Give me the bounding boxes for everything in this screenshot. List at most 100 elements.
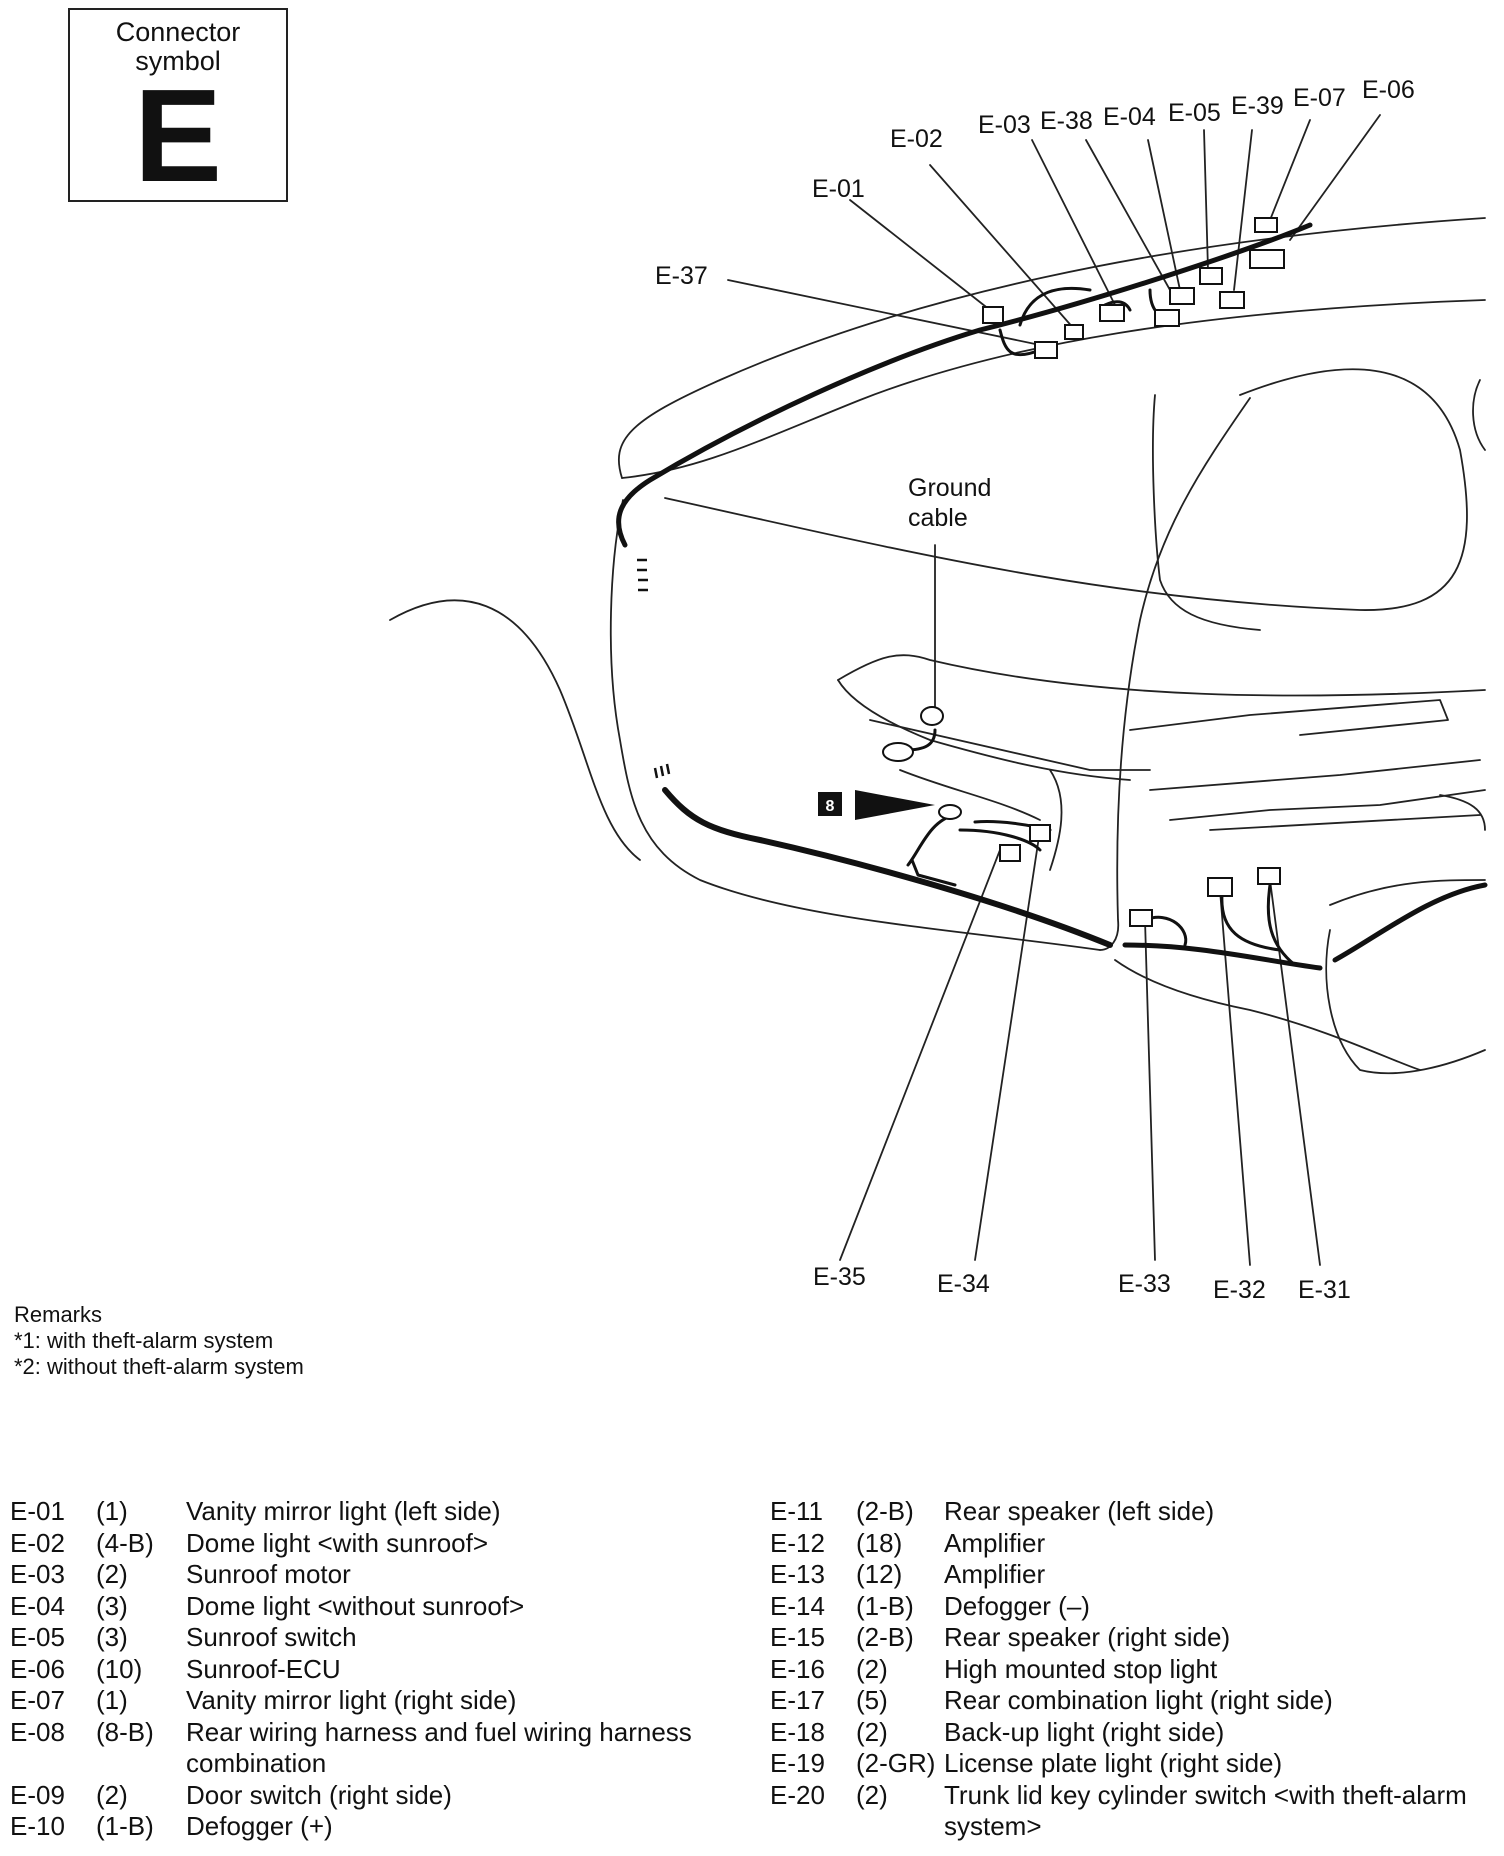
- label-e03: E-03: [978, 111, 1031, 139]
- connector-description: Rear speaker (right side): [944, 1622, 1231, 1652]
- connector-description: Sunroof switch: [186, 1622, 357, 1652]
- connector-description: Vanity mirror light (right side): [186, 1685, 517, 1715]
- connector-row: E-16 (2) High mounted stop light: [770, 1654, 1490, 1686]
- connector-pin-count: (2): [856, 1653, 888, 1684]
- ground-terminal-e08: [938, 804, 962, 820]
- leader-e05: [1203, 129, 1209, 271]
- connector-pin-count: (1): [96, 1685, 128, 1715]
- connector-pin-count: (2): [856, 1716, 888, 1747]
- connector-code: E-04: [10, 1590, 65, 1621]
- connector-description: Amplifier: [944, 1527, 1046, 1558]
- connector-description: High mounted stop light: [944, 1653, 1218, 1684]
- connector-pin-count: (2-GR): [856, 1748, 936, 1778]
- connector-code: E-02: [10, 1527, 65, 1558]
- connector-symbol-caption: Connector symbol: [115, 17, 241, 76]
- roof-outline-inner: [621, 299, 1486, 479]
- connector-code: E-12: [770, 1527, 825, 1558]
- label-e04: E-04: [1103, 103, 1156, 131]
- connector-code: E-09: [10, 1779, 65, 1810]
- connector-description: Door switch (right side): [186, 1779, 452, 1810]
- label-e33: E-33: [1118, 1270, 1171, 1298]
- connector-row: E-05 (3) Sunroof switch: [10, 1622, 710, 1654]
- connector-row: E-02(4-B)Dome light <with sunroof>: [10, 1528, 710, 1560]
- leader-e31: [1269, 879, 1321, 1266]
- connector-row: E-17(5)Rear combination light (right sid…: [770, 1685, 1490, 1717]
- connector-code: E-01: [10, 1496, 65, 1526]
- connector-code: E-19: [770, 1748, 825, 1778]
- connector-list-left: E-01(1)Vanity mirror light (left side)E-…: [10, 1496, 710, 1843]
- floor-harness-rear: [1122, 942, 1323, 971]
- connector-row: E-15(2-B)Rear speaker (right side): [770, 1622, 1490, 1654]
- leader-e32: [1219, 889, 1251, 1266]
- connector-pin-count: (3): [96, 1590, 128, 1621]
- ground-cable-label-line2: cable: [908, 504, 968, 532]
- connector-e04: [1169, 287, 1195, 305]
- label-e38: E-38: [1040, 107, 1093, 135]
- connector-row: E-04 (3) Dome light <without sunroof>: [10, 1591, 710, 1623]
- connector-e33: [1129, 909, 1153, 927]
- connector-row: E-08(8-B)Rear wiring harness and fuel wi…: [10, 1717, 710, 1780]
- connector-row: E-18 (2) Back-up light (right side): [770, 1717, 1490, 1749]
- connector-e31: [1257, 867, 1281, 885]
- leader-e06: [1289, 114, 1381, 241]
- connector-description: Rear combination light (right side): [944, 1685, 1333, 1715]
- leader-e03: [1031, 139, 1116, 306]
- connector-description: Rear speaker (left side): [944, 1496, 1215, 1526]
- connector-e01: [982, 306, 1004, 324]
- roof-harness: [616, 222, 1313, 548]
- connector-description: Amplifier: [944, 1559, 1046, 1589]
- connector-list-right: E-11(2-B)Rear speaker (left side)E-12(18…: [770, 1496, 1490, 1843]
- connector-description: Back-up light (right side): [944, 1716, 1225, 1747]
- connector-e32: [1207, 877, 1233, 897]
- remarks: Remarks *1: with theft-alarm system *2: …: [14, 1302, 304, 1380]
- connector-e06: [1249, 249, 1285, 269]
- connector-row: E-11(2-B)Rear speaker (left side): [770, 1496, 1490, 1528]
- ground-terminal: [882, 742, 914, 762]
- connector-description: Dome light <with sunroof>: [186, 1527, 489, 1558]
- label-e01: E-01: [812, 175, 865, 203]
- connector-description: Sunroof-ECU: [186, 1653, 341, 1684]
- remarks-note-1: *1: with theft-alarm system: [14, 1328, 274, 1353]
- leader-e07: [1269, 119, 1311, 221]
- connector-code: E-18: [770, 1716, 825, 1747]
- connector-e39: [1219, 291, 1245, 309]
- connector-row: E-07 (1) Vanity mirror light (right side): [10, 1685, 710, 1717]
- label-e37: E-37: [655, 262, 708, 290]
- connector-code: E-16: [770, 1653, 825, 1684]
- connector-symbol-letter: E: [133, 62, 223, 209]
- connector-description: Defogger (–): [944, 1590, 1090, 1621]
- label-e06: E-06: [1362, 76, 1415, 104]
- leader-e39: [1233, 129, 1253, 291]
- connector-code: E-20: [770, 1779, 825, 1810]
- connector-pin-count: (2): [856, 1779, 888, 1810]
- connector-row: E-01(1)Vanity mirror light (left side): [10, 1496, 710, 1528]
- connector-pin-count: (10): [96, 1653, 143, 1684]
- ground-cable-label-line1: Ground: [908, 474, 991, 502]
- connector-code: E-05: [10, 1622, 65, 1652]
- connector-description: Dome light <without sunroof>: [186, 1590, 525, 1621]
- label-e05: E-05: [1168, 99, 1221, 127]
- remarks-note-2: *2: without theft-alarm system: [14, 1354, 304, 1379]
- connector-code: E-07: [10, 1685, 65, 1715]
- connector-pin-count: (5): [856, 1685, 888, 1715]
- marker-box: [818, 792, 842, 816]
- connector-pin-count: (1): [96, 1496, 128, 1526]
- connector-row: E-19(2-GR)License plate light (right sid…: [770, 1748, 1490, 1780]
- connector-row: E-09(2)Door switch (right side): [10, 1780, 710, 1812]
- connector-symbol-box: Connector symbol E: [68, 8, 288, 202]
- label-e35: E-35: [813, 1263, 866, 1291]
- remarks-title: Remarks: [14, 1302, 103, 1327]
- ground-bolt: [920, 706, 944, 726]
- label-e39: E-39: [1231, 92, 1284, 120]
- leader-e01: [849, 199, 991, 311]
- connector-row: E-10(1-B)Defogger (+): [10, 1811, 710, 1843]
- leader-e34: [974, 829, 1041, 1261]
- connector-code: E-08: [10, 1716, 65, 1747]
- connector-row: E-20(2)Trunk lid key cylinder switch <wi…: [770, 1780, 1490, 1843]
- connector-e02: [1064, 324, 1084, 340]
- connector-e03: [1099, 304, 1125, 322]
- label-e31: E-31: [1298, 1276, 1351, 1300]
- floor-harness: [662, 787, 1113, 948]
- connector-pin-count: (3): [96, 1622, 128, 1652]
- connector-e35: [1029, 824, 1051, 842]
